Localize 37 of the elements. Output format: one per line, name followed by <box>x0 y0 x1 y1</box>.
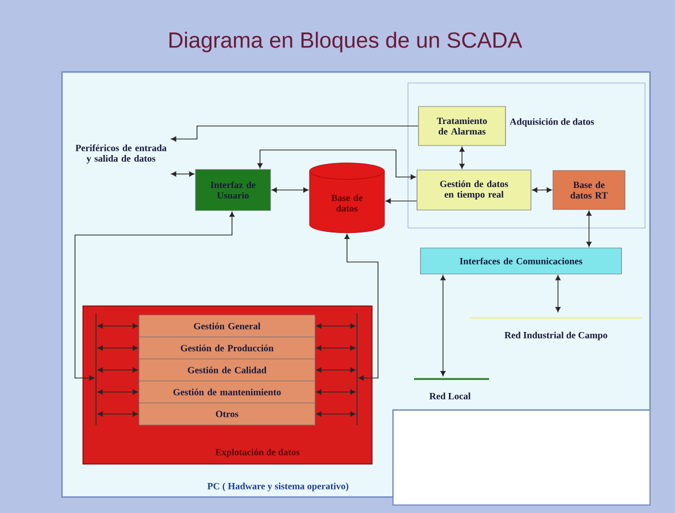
arrow <box>586 210 592 247</box>
arrow <box>316 323 356 329</box>
process-box: Gestión de datos en tiempo real <box>416 170 532 210</box>
arrow <box>555 275 561 312</box>
title: Diagrama en Bloques de un SCADA <box>169 32 522 52</box>
arrow <box>257 150 416 180</box>
arrow <box>344 234 378 381</box>
module-row: Gestión de mantenimiento <box>138 380 316 404</box>
process-box: Tratamiento de Alarmas <box>418 106 506 146</box>
arrow <box>171 126 419 142</box>
module-row: Otros <box>138 402 316 426</box>
arrow <box>316 389 356 395</box>
database-cylinder: Base de datos <box>309 162 385 234</box>
module-row: Gestión de Calidad <box>138 358 316 382</box>
process-box: Interfaz de Usuario <box>195 169 271 211</box>
arrow <box>316 367 356 373</box>
process-box: Interfaces de Comunicaciones <box>420 248 622 274</box>
process-box: Base de datos RT <box>552 170 626 210</box>
arrow <box>74 212 235 381</box>
network-line: Red Industrial de Campo <box>470 317 642 340</box>
node-label: Periféricos de entrada y salida de datos <box>76 144 166 164</box>
module-row: Gestión de Producción <box>138 336 316 360</box>
arrow <box>171 171 194 177</box>
network-line: Red Local <box>414 378 489 400</box>
arrow <box>440 275 446 376</box>
arrow <box>98 323 138 329</box>
arrow <box>98 345 138 351</box>
arrow <box>98 411 138 417</box>
arrow <box>386 198 418 204</box>
arrow <box>316 345 356 351</box>
arrow <box>272 187 308 193</box>
arrow <box>459 146 465 169</box>
arrow <box>98 389 138 395</box>
arrow <box>532 187 552 193</box>
arrow <box>316 411 356 417</box>
arrow <box>98 367 138 373</box>
module-row: Gestión General <box>138 314 316 338</box>
